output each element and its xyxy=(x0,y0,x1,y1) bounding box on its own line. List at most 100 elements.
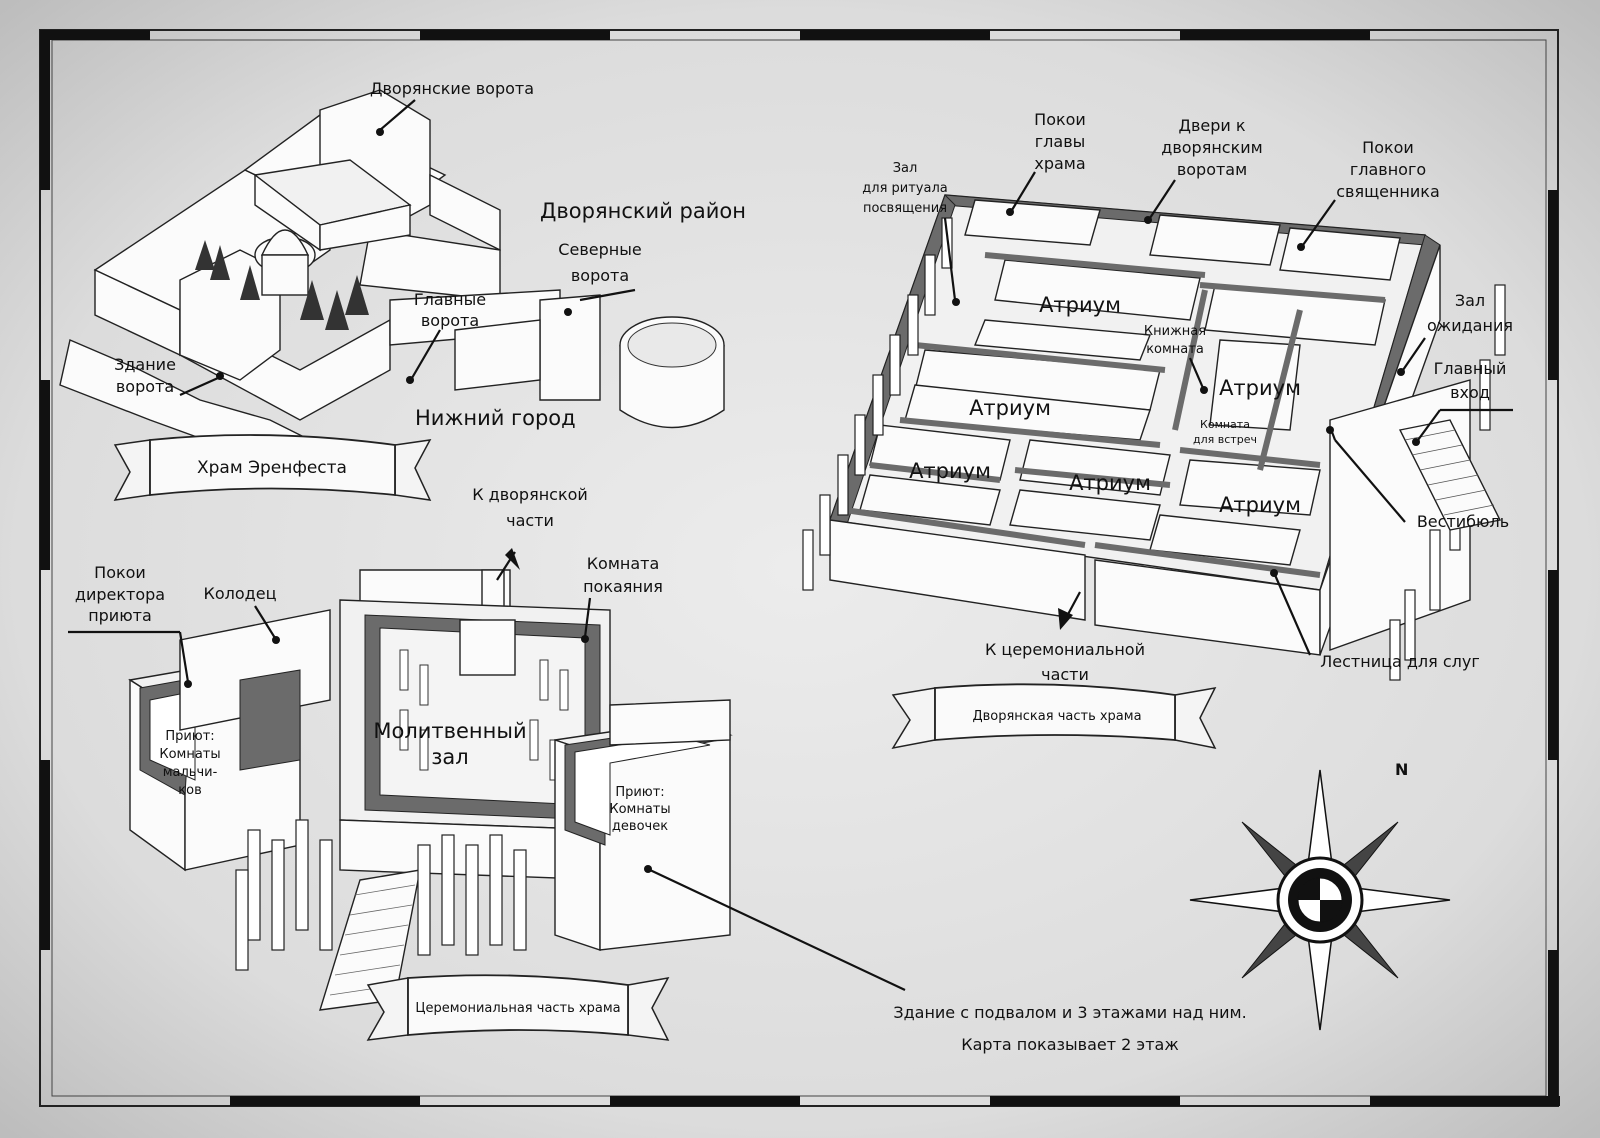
label-boys-2: Комнаты xyxy=(159,747,220,762)
marker-main-gate xyxy=(406,376,414,384)
label-atrium-1: Атриум xyxy=(1039,293,1121,317)
banner-ceremonial-text: Церемониальная часть храма xyxy=(415,1001,620,1016)
leader-penance xyxy=(583,597,592,638)
label-bishop-2: главы xyxy=(1035,132,1086,151)
label-girls-1: Приют: xyxy=(615,785,664,800)
label-dedication-3: посвящения xyxy=(863,201,947,216)
map-frame xyxy=(39,29,1560,1107)
label-boys-3: мальчи- xyxy=(163,765,218,780)
label-to-ceremonial-1: К церемониальной xyxy=(985,640,1145,659)
marker-entrance xyxy=(1412,438,1420,446)
label-dedication-1: Зал xyxy=(893,161,918,176)
leader-doors xyxy=(1149,179,1176,219)
label-vestibule: Вестибюль xyxy=(1417,512,1509,531)
label-prayer-1: Молитвенный xyxy=(373,719,526,743)
leader-book xyxy=(1188,357,1205,389)
leader-waiting xyxy=(1402,337,1426,371)
label-noble-district: Дворянский район xyxy=(540,199,746,223)
label-girls-2: Комнаты xyxy=(609,802,670,817)
label-atrium-4: Атриум xyxy=(909,459,991,483)
label-servants-stairs: Лестница для слуг xyxy=(1320,652,1480,671)
leader-dedication xyxy=(943,217,957,301)
note-line-2: Карта показывает 2 этаж xyxy=(961,1035,1178,1054)
marker-director xyxy=(184,680,192,688)
leader-vestibule-a xyxy=(1334,439,1406,523)
label-bishop-3: храма xyxy=(1034,154,1085,173)
label-to-ceremonial-2: части xyxy=(1041,665,1089,684)
marker-servants xyxy=(1270,569,1278,577)
marker-well xyxy=(272,636,280,644)
marker-gate-building xyxy=(216,372,224,380)
banner-temple: Храм Эренфеста xyxy=(113,434,432,501)
marker-dedication xyxy=(952,298,960,306)
leader-bishop xyxy=(1011,171,1036,211)
leader-vestibule-b xyxy=(1330,431,1337,441)
label-waiting-2: ожидания xyxy=(1427,316,1513,335)
label-dedication-2: для ритуала xyxy=(862,181,947,196)
label-director-2: директора xyxy=(75,585,165,604)
note-line-1: Здание с подвалом и 3 этажами над ним. xyxy=(893,1003,1246,1022)
label-penance-1: Комната xyxy=(587,554,660,573)
label-priest-2: главного xyxy=(1350,160,1426,179)
label-meeting-1: Комната xyxy=(1200,418,1250,431)
marker-bishop xyxy=(1006,208,1014,216)
label-prayer-2: зал xyxy=(431,745,468,769)
marker-book xyxy=(1200,386,1208,394)
banner-temple-text: Храм Эренфеста xyxy=(197,458,347,478)
label-entrance-2: вход xyxy=(1450,383,1490,402)
leader-well xyxy=(254,605,276,639)
label-doors-3: воротам xyxy=(1177,160,1247,179)
marker-doors xyxy=(1144,216,1152,224)
banner-ceremonial: Церемониальная часть храма xyxy=(366,974,670,1041)
label-boys-1: Приют: xyxy=(165,729,214,744)
leader-priest xyxy=(1302,199,1336,246)
label-gate-building-1: Здание xyxy=(114,355,176,374)
label-entrance-1: Главный xyxy=(1434,359,1507,378)
label-gate-building-2: ворота xyxy=(116,377,174,396)
label-waiting-1: Зал xyxy=(1455,291,1485,310)
label-book-1: Книжная xyxy=(1144,324,1206,339)
label-noble-gate: Дворянские ворота xyxy=(370,79,534,98)
label-main-gate-1: Главные xyxy=(414,290,486,309)
label-boys-4: ков xyxy=(178,783,201,798)
label-atrium-6: Атриум xyxy=(1219,493,1301,517)
leader-entrance-b xyxy=(1417,409,1441,441)
label-priest-3: священника xyxy=(1336,182,1440,201)
compass-rose xyxy=(1189,769,1451,1031)
label-north-gate-2: ворота xyxy=(571,266,629,285)
label-to-noble-2: части xyxy=(506,511,554,530)
marker-noble-gate xyxy=(376,128,384,136)
leader-main-gate xyxy=(411,329,441,379)
leader-north-gate xyxy=(579,288,636,302)
noble-section-illustration xyxy=(802,194,1506,681)
label-north-gate-1: Северные xyxy=(558,240,641,259)
label-priest-1: Покои xyxy=(1362,138,1414,157)
label-penance-2: покаяния xyxy=(583,577,663,596)
leader-gate-building xyxy=(179,376,219,397)
compass-north-letter: N xyxy=(1395,760,1408,779)
marker-note xyxy=(644,865,652,873)
label-doors-1: Двери к xyxy=(1178,116,1245,135)
marker-waiting xyxy=(1397,368,1405,376)
label-well: Колодец xyxy=(204,584,277,603)
label-bishop-1: Покои xyxy=(1034,110,1086,129)
overview-illustration xyxy=(59,89,725,461)
label-director-3: приюта xyxy=(88,606,152,625)
label-lower-city: Нижний город xyxy=(415,406,576,430)
marker-priest xyxy=(1297,243,1305,251)
label-doors-2: дворянским xyxy=(1161,138,1262,157)
banner-noble-text: Дворянская часть храма xyxy=(972,709,1141,724)
label-atrium-3: Атриум xyxy=(969,396,1051,420)
label-atrium-5: Атриум xyxy=(1069,471,1151,495)
leader-noble-gate xyxy=(379,99,416,131)
label-atrium-2: Атриум xyxy=(1219,376,1301,400)
label-to-noble-1: К дворянской xyxy=(472,485,588,504)
leader-servants xyxy=(1273,574,1312,656)
label-girls-3: девочек xyxy=(612,819,668,834)
leader-director-b xyxy=(178,631,190,683)
label-book-2: комната xyxy=(1146,342,1204,357)
label-meeting-2: для встреч xyxy=(1193,433,1257,446)
leader-note xyxy=(649,869,906,991)
